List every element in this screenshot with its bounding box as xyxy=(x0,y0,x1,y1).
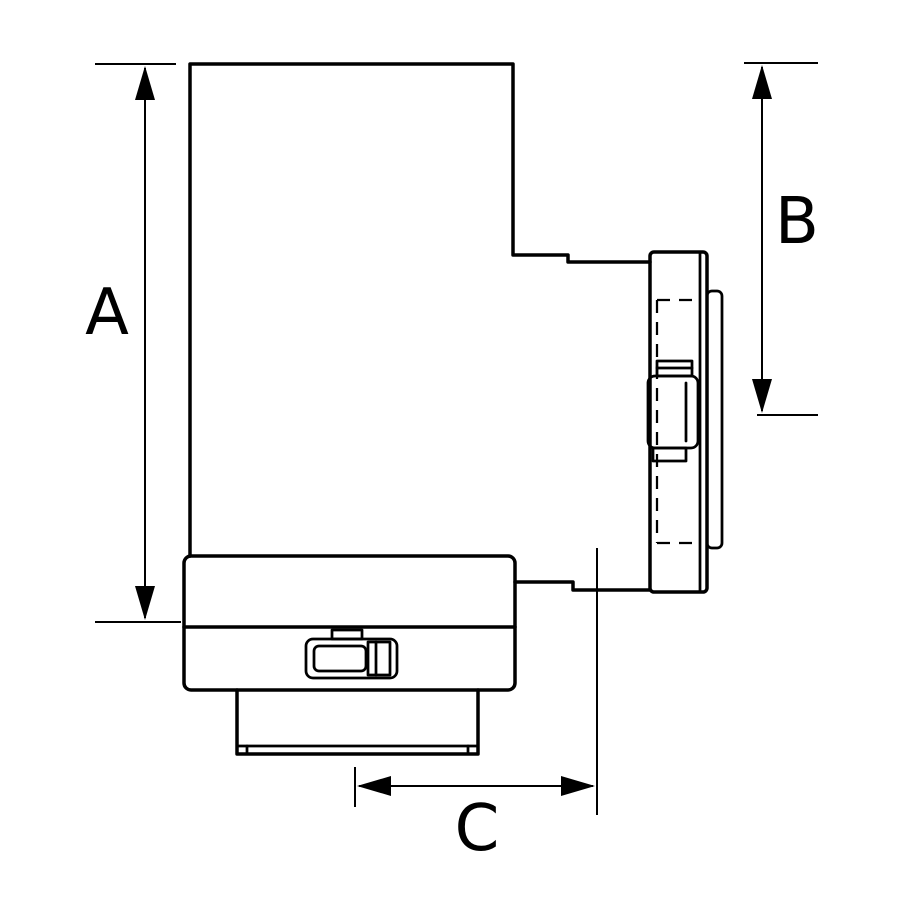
body-outline-path xyxy=(188,62,652,558)
dimension-b: B xyxy=(744,62,819,416)
dim-c-arrowhead-right xyxy=(561,776,595,796)
base-latch-knob xyxy=(366,640,392,677)
dim-b-arrowhead-down xyxy=(752,379,772,413)
dimension-c: C xyxy=(354,548,598,866)
dim-c-label: C xyxy=(455,792,500,866)
dim-c-arrowhead-left xyxy=(357,776,391,796)
flange-hidden-lines xyxy=(655,298,699,545)
mount-flange xyxy=(648,250,724,594)
flange-lip xyxy=(705,289,724,550)
bottom-ring-outline xyxy=(235,688,480,756)
dim-a-arrowhead-up xyxy=(135,66,155,100)
base-outer xyxy=(182,554,517,692)
dim-b-arrowhead-up xyxy=(752,65,772,99)
dimension-a: A xyxy=(85,63,181,623)
base-latch-clamp xyxy=(304,628,399,680)
base-section xyxy=(182,554,517,692)
base-latch-housing xyxy=(304,637,399,680)
dim-a-arrowhead-down xyxy=(135,586,155,620)
flange-latch-housing xyxy=(646,374,700,450)
flange-latch-clamp xyxy=(646,359,700,463)
dim-a-label: A xyxy=(85,276,129,350)
base-latch-lever xyxy=(312,644,368,673)
neck-bottom-path xyxy=(513,580,652,592)
part-main-body xyxy=(188,62,652,592)
flange-latch-bottom-tab xyxy=(651,446,688,463)
bottom-mount-ring xyxy=(235,688,480,756)
dim-b-label: B xyxy=(775,185,819,259)
